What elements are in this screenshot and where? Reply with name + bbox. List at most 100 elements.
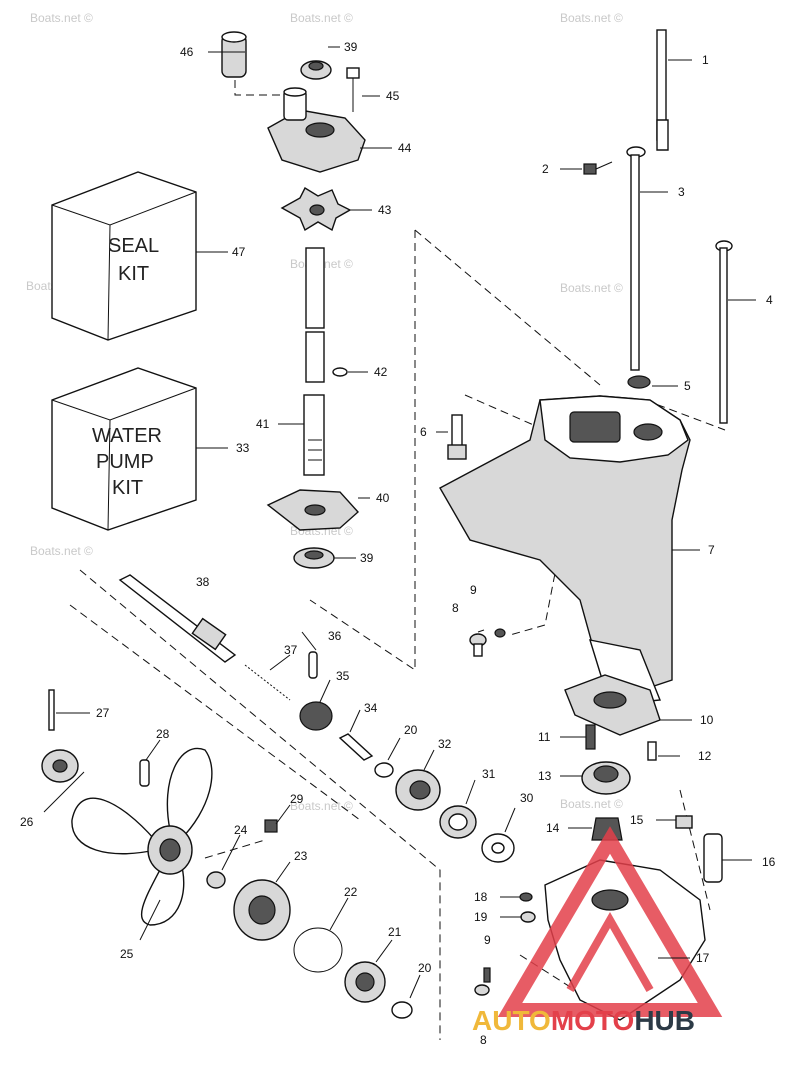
callout-29: 29 <box>290 792 304 806</box>
callout-23: 23 <box>294 849 308 863</box>
part-36-pin <box>308 651 318 679</box>
callout-3: 3 <box>678 185 685 199</box>
watermark-text: Boats.net © <box>560 281 623 295</box>
callout-33: 33 <box>236 441 250 455</box>
part-20-washer-lower <box>391 1001 413 1019</box>
part-39-seal-top <box>300 60 332 80</box>
part-16-anode <box>703 833 723 883</box>
pump-kit-label-line1: WATER <box>92 425 162 447</box>
callout-13: 13 <box>538 769 552 783</box>
callout-9-lower: 9 <box>484 933 491 947</box>
callout-22: 22 <box>344 885 358 899</box>
part-40-plate <box>266 489 359 531</box>
part-29-screw <box>264 819 278 833</box>
part-11-stud <box>585 724 596 750</box>
logo-part-auto: AUTO <box>472 1005 551 1036</box>
callout-26: 26 <box>20 815 34 829</box>
part-5-bushing <box>627 375 651 389</box>
callout-12: 12 <box>698 749 712 763</box>
callout-35: 35 <box>336 669 350 683</box>
callout-leader-lines <box>43 46 756 999</box>
part-43-impeller <box>280 187 352 232</box>
pump-kit-label-line2: PUMP <box>96 451 154 473</box>
pump-kit-label-line3: KIT <box>112 477 143 499</box>
part-35-clutch <box>299 701 333 731</box>
callout-18: 18 <box>474 890 488 904</box>
callout-16: 16 <box>762 855 776 869</box>
callout-6: 6 <box>420 425 427 439</box>
callout-24: 24 <box>234 823 248 837</box>
callout-21: 21 <box>388 925 402 939</box>
callout-8-upper: 8 <box>452 601 459 615</box>
part-32-gear <box>395 769 441 811</box>
callout-1: 1 <box>702 53 709 67</box>
part-37-spring <box>244 664 291 701</box>
watermark-text: Boats.net © <box>560 11 623 25</box>
part-44-pump-housing <box>267 87 366 173</box>
callout-39-upper: 39 <box>344 40 358 54</box>
callout-47: 47 <box>232 245 246 259</box>
callout-17: 17 <box>696 951 710 965</box>
part-18-washer <box>519 892 533 902</box>
callout-46: 46 <box>180 45 194 59</box>
callout-43: 43 <box>378 203 392 217</box>
callout-31: 31 <box>482 767 496 781</box>
callout-10: 10 <box>700 713 714 727</box>
callout-7: 7 <box>708 543 715 557</box>
part-8-screw-upper <box>469 633 487 657</box>
part-10-gasket <box>564 674 661 736</box>
logo-part-moto: MOTO <box>551 1005 634 1036</box>
part-13-bearing <box>581 761 631 795</box>
part-41-drive-shaft <box>303 247 325 476</box>
part-8-screw-lower <box>474 984 490 996</box>
callout-37: 37 <box>284 643 298 657</box>
callout-numbers: 1 2 3 4 5 6 7 8 9 10 11 12 13 14 15 16 1… <box>20 40 776 1047</box>
part-20-washer-upper <box>374 762 394 778</box>
callout-44: 44 <box>398 141 412 155</box>
callout-19: 19 <box>474 910 488 924</box>
seal-kit-label-line1: SEAL <box>108 235 159 257</box>
part-7-gearcase-housing <box>439 395 691 706</box>
logo-part-hub: HUB <box>634 1005 695 1036</box>
callout-8-lower: 8 <box>480 1033 487 1047</box>
callout-30: 30 <box>520 791 534 805</box>
part-25-propeller <box>71 747 213 926</box>
callout-41: 41 <box>256 417 270 431</box>
part-24-washer <box>206 871 226 889</box>
callout-27: 27 <box>96 706 110 720</box>
callout-34: 34 <box>364 701 378 715</box>
callout-9-upper: 9 <box>470 583 477 597</box>
part-4-stud <box>715 240 733 424</box>
watermark-text: Boats.net © <box>30 544 93 558</box>
callout-15: 15 <box>630 813 644 827</box>
svg-text:AUTOMOTOHUB: AUTOMOTOHUB <box>472 1005 695 1036</box>
seal-kit-label-line2: KIT <box>118 263 149 285</box>
part-38-propeller-shaft <box>118 574 237 663</box>
part-2-screw <box>583 161 613 175</box>
automotohub-logo-text: AUTOMOTOHUB <box>472 1005 695 1036</box>
callout-20-upper: 20 <box>404 723 418 737</box>
callout-32: 32 <box>438 737 452 751</box>
callout-38: 38 <box>196 575 210 589</box>
callout-36: 36 <box>328 629 342 643</box>
part-9-washer-lower <box>483 967 491 983</box>
part-3-shift-rod <box>626 146 646 371</box>
part-15-screw <box>675 815 693 829</box>
part-42-key <box>332 367 348 377</box>
water-pump-kit-box: WATER PUMP KIT <box>51 367 197 531</box>
part-9-washer-upper <box>494 628 506 638</box>
part-45-screw <box>346 67 360 112</box>
part-27-cotter-pin <box>48 689 55 731</box>
callout-4: 4 <box>766 293 773 307</box>
callout-42: 42 <box>374 365 388 379</box>
callout-40: 40 <box>376 491 390 505</box>
callout-39-lower: 39 <box>360 551 374 565</box>
part-39-seal-bottom <box>293 547 335 569</box>
automotohub-logo-triangle <box>497 826 723 1017</box>
part-28-pin <box>139 759 150 787</box>
part-23-bearing-carrier <box>233 879 291 941</box>
part-19-nut <box>520 911 536 923</box>
part-26-nut <box>41 749 79 783</box>
callout-11: 11 <box>538 730 551 744</box>
